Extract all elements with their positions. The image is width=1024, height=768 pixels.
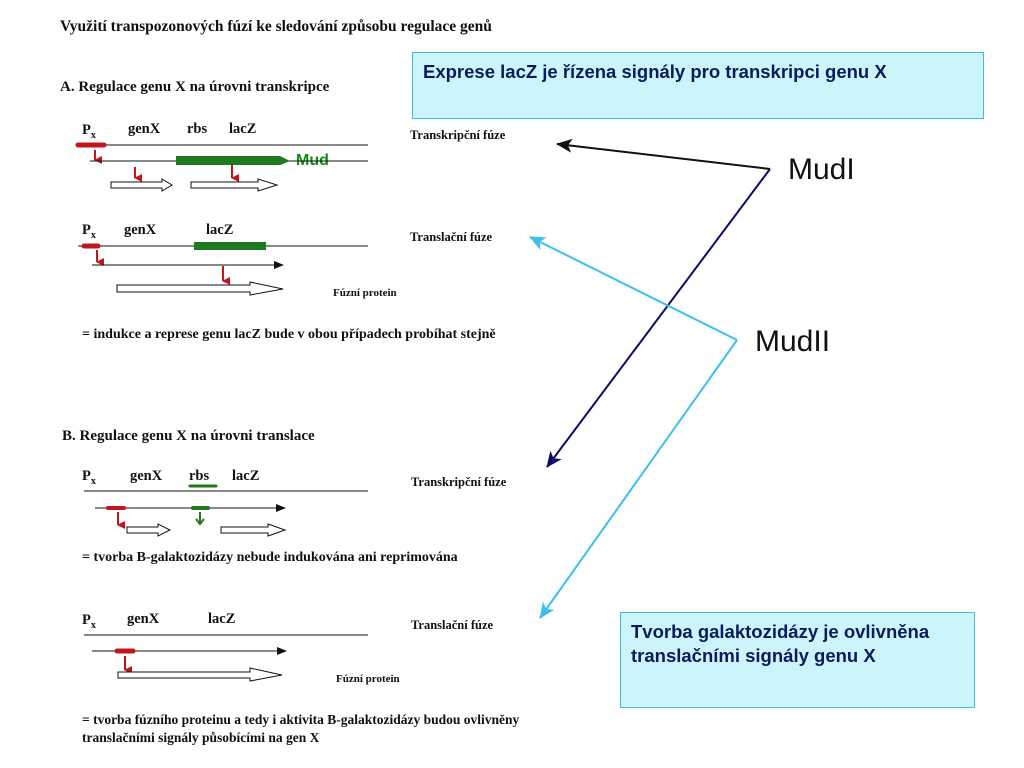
mrna-arrow [220, 523, 287, 537]
fusion-protein-label: Fúzní protein [336, 673, 400, 685]
mudI-label: MudI [788, 153, 855, 186]
regulation-arrow [195, 518, 205, 526]
lacz-label: lacZ [208, 611, 236, 627]
promoter-label: Px [82, 122, 96, 141]
promoter-label: Px [82, 612, 96, 631]
section-b-note-1: = tvorba B-galaktozidázy nebude induková… [82, 550, 458, 565]
mudII-arrow-to-translation-fusion-a [529, 236, 738, 341]
genx-label: genX [128, 121, 161, 137]
mrna-arrow [190, 178, 279, 192]
mudI-arrow-to-transcription-fusion-b [546, 168, 771, 468]
rbs-label: rbs [189, 468, 210, 484]
promoter-label: Px [82, 468, 96, 487]
mudI-arrow-to-transcription-fusion-a [556, 138, 771, 170]
mrna-arrow [126, 523, 172, 537]
genx-label: genX [124, 222, 157, 238]
mudI-connectors [546, 138, 771, 468]
section-b-note-2: = tvorba fúzního proteinu a tedy i aktiv… [82, 712, 520, 745]
lacz-label: lacZ [229, 121, 257, 137]
section-a-note: = indukce a represe genu lacZ bude v obo… [82, 327, 496, 342]
section-a-translation-fusion-construct [78, 242, 368, 296]
transcription-fusion-label: Transkripční fúze [411, 475, 507, 489]
fusion-protein-arrow [116, 281, 284, 296]
fusion-protein-label: Fúzní protein [333, 287, 397, 299]
mudII-label: MudII [755, 325, 831, 358]
lacz-insert [194, 242, 266, 250]
page-title: Využití transpozonových fúzí ke sledován… [60, 18, 492, 35]
mrna-arrow [110, 178, 173, 192]
section-a-heading: A. Regulace genu X na úrovni transkripce [60, 79, 330, 95]
fusion-protein-arrow [117, 667, 283, 682]
section-b-transcription-fusion-construct [84, 484, 368, 537]
mudII-connectors [529, 236, 738, 619]
lacz-label: lacZ [206, 222, 234, 238]
mudII-arrow-to-translation-fusion-b [539, 339, 738, 619]
promoter-label: Px [82, 222, 96, 241]
lacz-insert [176, 156, 290, 165]
genx-label: genX [130, 468, 163, 484]
translation-fusion-label: Translační fúze [410, 230, 493, 244]
translation-fusion-label: Translační fúze [411, 618, 494, 632]
section-a-transcription-fusion-construct [75, 142, 368, 192]
callout-transcription: Exprese lacZ je řízena signály pro trans… [412, 52, 984, 119]
callout-translation: Tvorba galaktozidázy je ovlivněna transl… [620, 612, 975, 708]
section-b-translation-fusion-construct [84, 634, 368, 682]
rbs-label: rbs [187, 121, 208, 137]
section-b-heading: B. Regulace genu X na úrovni translace [62, 428, 315, 444]
lacz-label: lacZ [232, 468, 260, 484]
transcription-fusion-label: Transkripční fúze [410, 128, 506, 142]
genx-label: genX [127, 611, 160, 627]
